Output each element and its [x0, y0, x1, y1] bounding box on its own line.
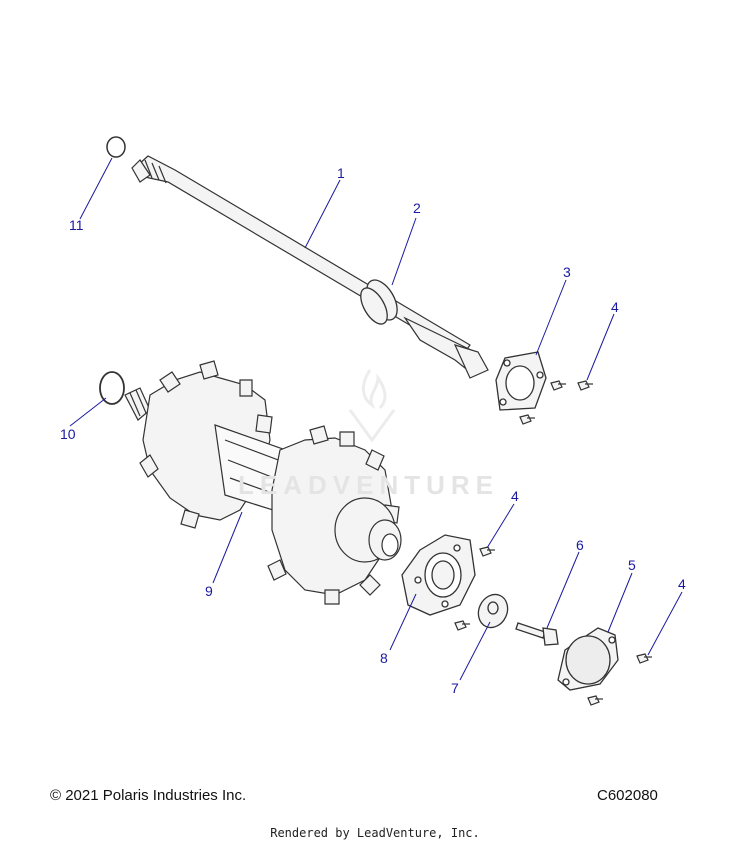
part-9-drive-hub[interactable] [124, 360, 402, 605]
part-6-bolt[interactable] [515, 622, 559, 646]
diagram-code: C602080 [597, 787, 658, 804]
callout-6[interactable]: 6 [576, 537, 584, 553]
callout-11[interactable]: 11 [69, 217, 84, 233]
part-5-cover[interactable] [557, 627, 619, 691]
bolts-group-lower [587, 653, 652, 706]
callout-4-middle[interactable]: 4 [511, 488, 519, 504]
callout-4-lower[interactable]: 4 [678, 576, 686, 592]
part-10-ring[interactable] [99, 371, 125, 405]
callout-10[interactable]: 10 [60, 426, 76, 442]
callout-9[interactable]: 9 [205, 583, 213, 599]
leader-lines [69, 157, 683, 681]
part-1-shaft[interactable] [131, 155, 489, 379]
bolts-group-upper [519, 380, 593, 425]
watermark-logo [348, 369, 396, 443]
part-2-bearing[interactable] [355, 275, 403, 328]
callout-8[interactable]: 8 [380, 650, 388, 666]
part-8-housing[interactable] [401, 534, 476, 616]
part-3-gasket[interactable] [495, 351, 547, 411]
part-7-washer[interactable] [473, 590, 513, 633]
part-11-ring[interactable] [106, 136, 126, 158]
copyright-text: © 2021 Polaris Industries Inc. [50, 787, 247, 804]
watermark-text: LEADVENTURE [238, 470, 500, 500]
callout-7[interactable]: 7 [451, 680, 459, 696]
callout-2[interactable]: 2 [413, 200, 421, 216]
callout-4-upper[interactable]: 4 [611, 299, 619, 315]
callout-5[interactable]: 5 [628, 557, 636, 573]
callout-3[interactable]: 3 [563, 264, 571, 280]
bolts-group-middle [454, 546, 495, 631]
callout-1[interactable]: 1 [337, 165, 345, 181]
rendered-by-text: Rendered by LeadVenture, Inc. [270, 826, 480, 840]
